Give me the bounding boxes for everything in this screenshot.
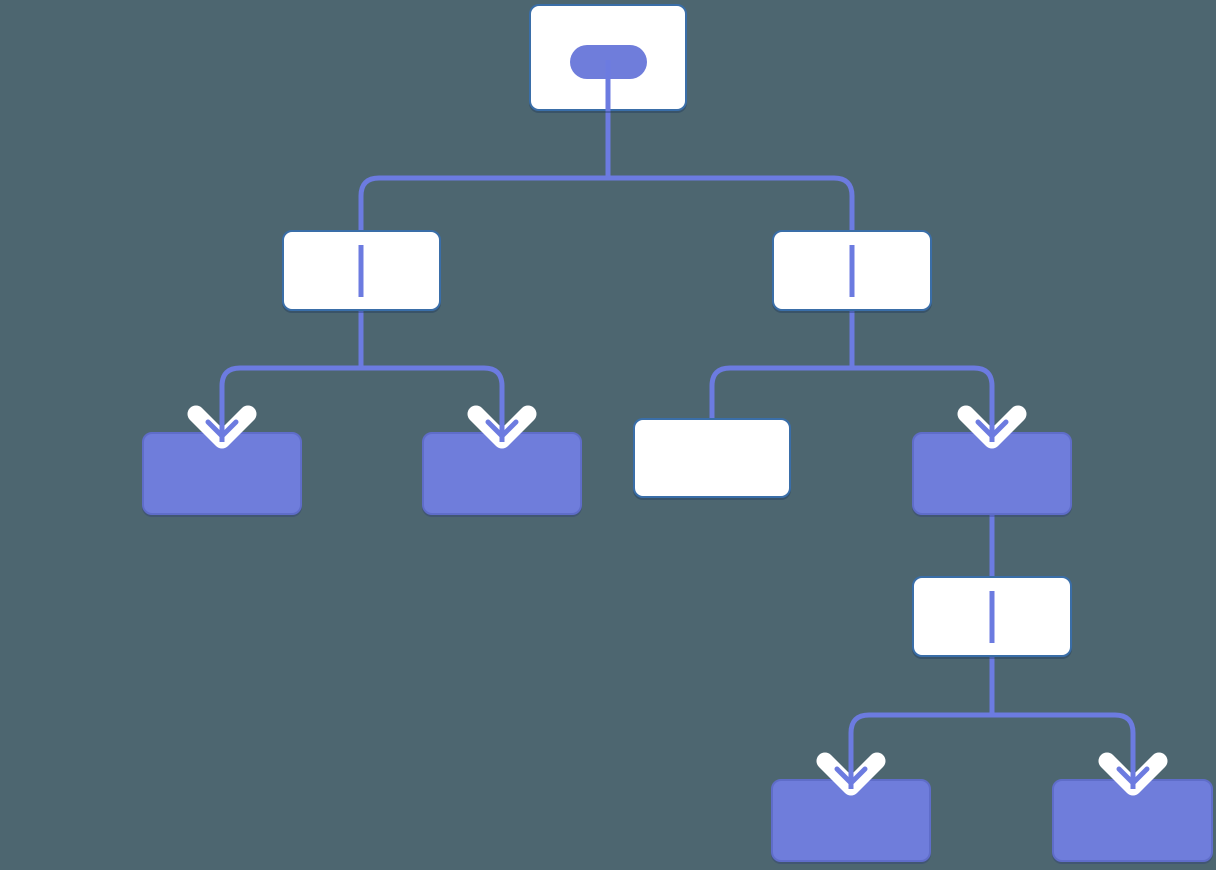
leaf-node-1[interactable] <box>142 432 302 515</box>
root-node[interactable] <box>529 4 687 111</box>
subtree-parent-node[interactable] <box>912 432 1072 515</box>
leaf-node-4[interactable] <box>1052 779 1213 862</box>
terminal-node-white[interactable] <box>633 418 791 498</box>
leaf-node-2[interactable] <box>422 432 582 515</box>
branch-node-right[interactable] <box>772 230 932 311</box>
branch-node-left[interactable] <box>282 230 441 311</box>
root-node-badge <box>570 45 647 79</box>
subtree-branch-node[interactable] <box>912 576 1072 657</box>
leaf-node-3[interactable] <box>771 779 931 862</box>
